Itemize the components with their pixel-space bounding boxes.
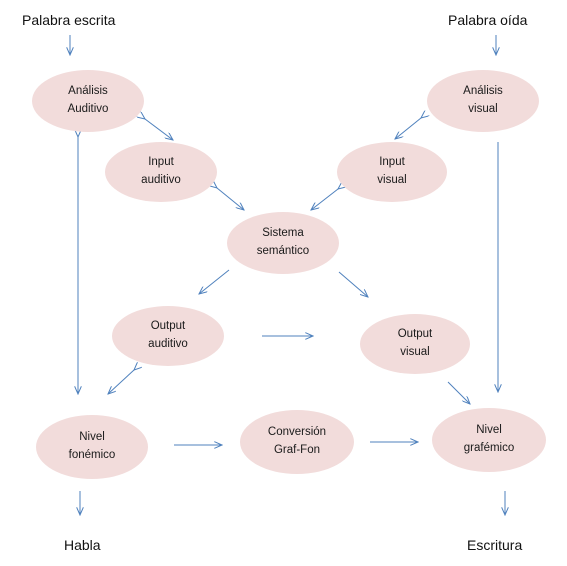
- node-nivel-grafemico-label: Nivel grafémico: [463, 424, 515, 454]
- node-output-auditivo: Output auditivo: [112, 306, 224, 366]
- node-sistema-semantico-label: Sistema semántico: [256, 227, 310, 257]
- label-escritura: Escritura: [467, 537, 523, 553]
- arrow-input-visual-sistema: [311, 189, 338, 210]
- arrow-analisis-visual-input-visual: [395, 118, 421, 139]
- node-output-auditivo-label: Output auditivo: [148, 320, 188, 350]
- node-input-auditivo-label: Input auditivo: [141, 156, 181, 186]
- node-output-visual: Output visual: [360, 314, 470, 374]
- node-analisis-auditivo: Análisis Auditivo: [32, 70, 144, 132]
- arrow-output-auditivo-nivel-fonemico: [108, 370, 134, 394]
- arrow-sistema-output-auditivo: [199, 269, 230, 294]
- arrow-analisis-auditivo-input-auditivo: [145, 119, 173, 140]
- node-conversion-graf-fon-label: Conversión Graf-Fon: [267, 426, 327, 456]
- arrow-sistema-output-visual: [338, 271, 368, 297]
- node-analisis-visual: Análisis visual: [427, 70, 539, 132]
- node-analisis-visual-label: Análisis visual: [463, 85, 503, 115]
- node-input-visual-label: Input visual: [377, 156, 407, 186]
- node-analisis-auditivo-label: Análisis Auditivo: [67, 85, 109, 115]
- label-habla: Habla: [64, 537, 101, 553]
- node-output-visual-label: Output visual: [397, 328, 433, 358]
- label-palabra-escrita: Palabra escrita: [22, 12, 116, 28]
- arrow-output-visual-nivel-grafemico: [447, 381, 470, 404]
- node-nivel-fonemico: Nivel fonémico: [36, 415, 148, 479]
- node-input-visual: Input visual: [337, 142, 447, 202]
- node-conversion-graf-fon: Conversión Graf-Fon: [240, 410, 354, 474]
- label-palabra-oida: Palabra oída: [448, 12, 528, 28]
- node-sistema-semantico: Sistema semántico: [227, 212, 339, 274]
- node-nivel-fonemico-label: Nivel fonémico: [68, 431, 116, 461]
- arrow-input-auditivo-sistema: [217, 188, 244, 210]
- node-input-auditivo: Input auditivo: [105, 142, 217, 202]
- node-nivel-grafemico: Nivel grafémico: [432, 408, 546, 472]
